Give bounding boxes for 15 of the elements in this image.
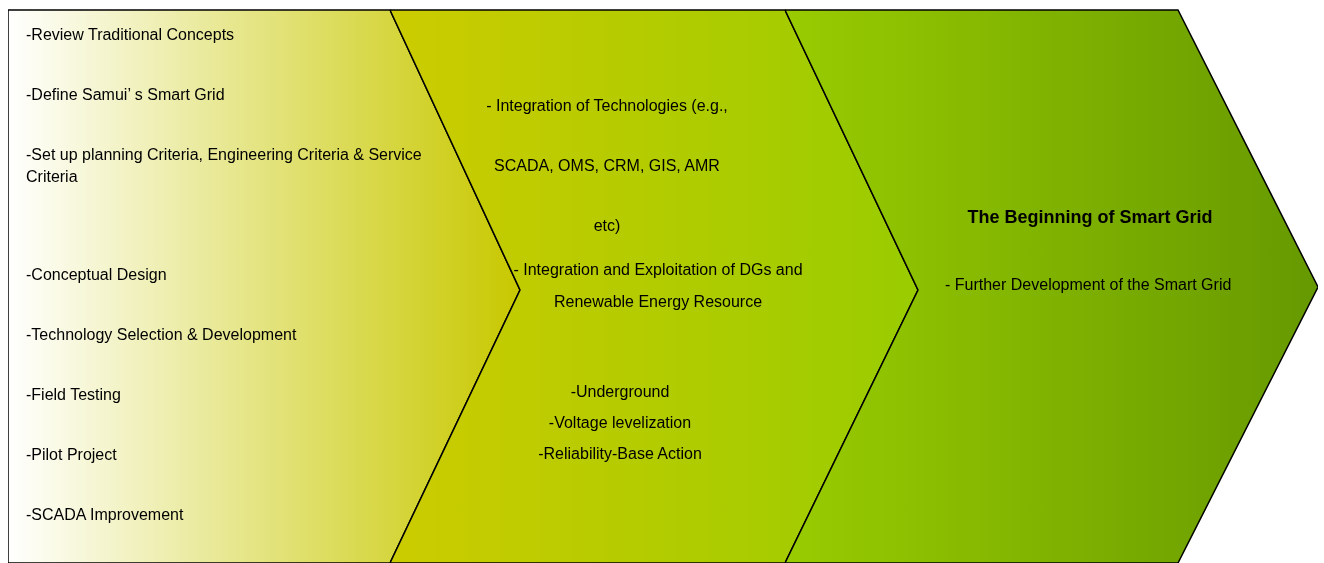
stage-item: -Voltage levelization <box>547 413 693 433</box>
stage-item: - Integration and Exploitation of DGs and Renewable Energy Resource <box>512 260 804 312</box>
stage-item: - Integration of Technologies (e.g., SCADA, OMS, CRM, GIS, AMR etc) <box>485 96 729 236</box>
stage-item: -Set up planning Criteria, Engineering Criteria & Service Criteria <box>26 145 423 187</box>
stage-item: -Field Testing <box>26 385 122 405</box>
stage-item: -Technology Selection & Development <box>26 325 298 345</box>
stage-item: -Define Samui’ s Smart Grid <box>26 85 226 105</box>
stage-item: - Further Development of the Smart Grid <box>945 275 1233 295</box>
stage-heading: The Beginning of Smart Grid <box>966 206 1214 229</box>
stage-item: -Reliability-Base Action <box>537 444 703 464</box>
stage-item: -Underground <box>569 382 671 402</box>
stage-item: -Pilot Project <box>26 445 118 465</box>
stage-item: -Conceptual Design <box>26 265 168 285</box>
stage-item: -Review Traditional Concepts <box>26 25 236 45</box>
stage-item: -SCADA Improvement <box>26 505 185 525</box>
